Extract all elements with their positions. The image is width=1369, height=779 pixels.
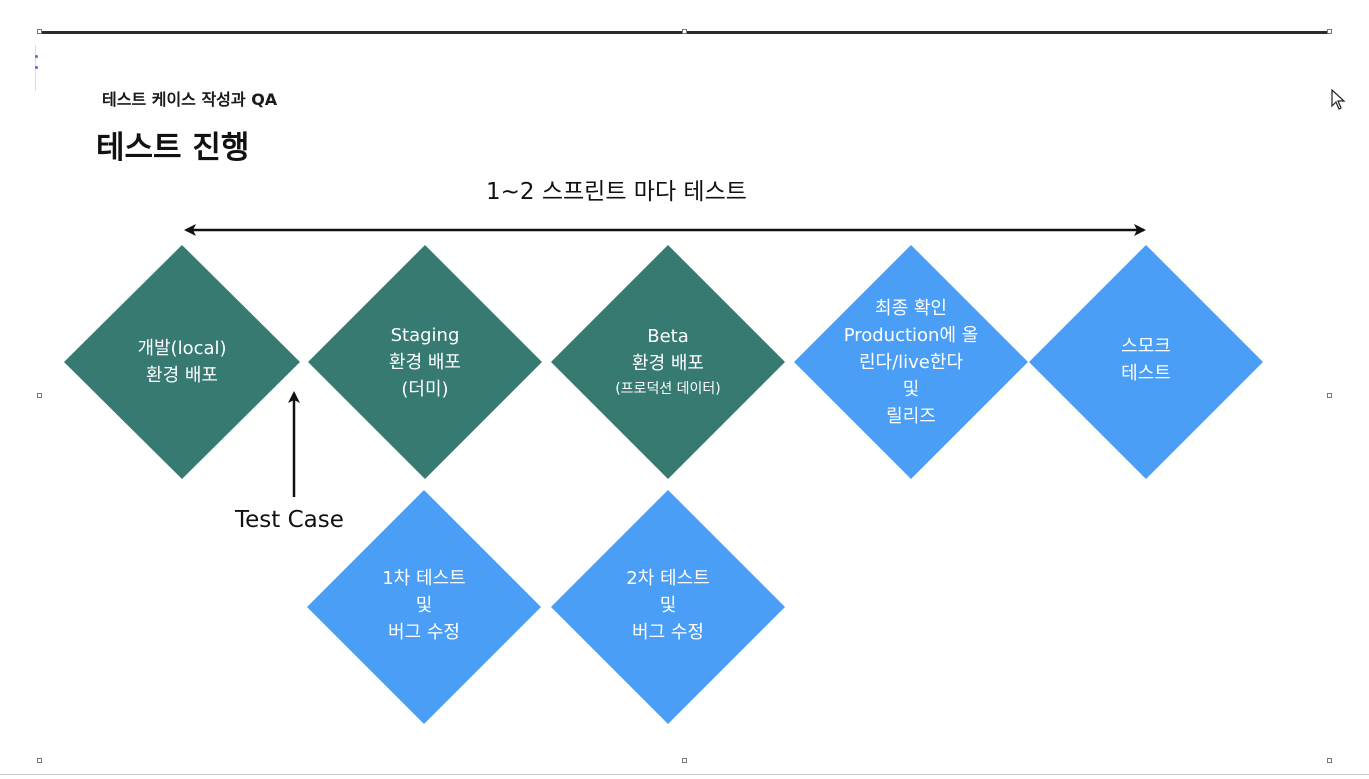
resize-handle-bottom-center[interactable] [682, 758, 687, 763]
test2-line2: 및 [659, 594, 677, 616]
diamond-dev[interactable] [64, 245, 300, 479]
guide-dot [35, 55, 38, 58]
diamond-staging[interactable] [308, 245, 542, 479]
slide-title: 테스트 진행 [96, 130, 250, 166]
diamond-beta[interactable] [551, 245, 785, 479]
resize-handle-top-center[interactable] [682, 29, 687, 34]
stage-release-line2: Production에 올 [843, 324, 979, 346]
test1-line3: 버그 수정 [388, 621, 460, 643]
stage-release-label: 최종 확인 Production에 올 린다/live한다 및 릴리즈 [821, 292, 1001, 432]
stage-staging-line1: Staging [390, 324, 460, 346]
test2-line3: 버그 수정 [632, 621, 704, 643]
diamond-test2[interactable] [551, 490, 785, 724]
stage-beta-label: Beta 환경 배포 (프로덕션 데이터) [588, 307, 748, 417]
slide-subtitle: 테스트 케이스 작성과 QA [102, 90, 278, 109]
resize-handle-top-right[interactable] [1327, 29, 1332, 34]
diamond-smoke-test[interactable] [1029, 245, 1263, 479]
resize-handle-bottom-right[interactable] [1327, 758, 1332, 763]
test1-line2: 및 [415, 594, 433, 616]
diamond-release[interactable] [794, 245, 1028, 479]
resize-handle-middle-left[interactable] [37, 393, 42, 398]
stage-staging-line3: (더미) [401, 378, 449, 400]
stage-dev-line1: 개발(local) [137, 338, 227, 359]
diamond-test1[interactable] [307, 490, 541, 724]
stage-beta-line1: Beta [647, 326, 689, 347]
stage-dev-label: 개발(local) 환경 배포 [102, 312, 262, 412]
stage-beta-line3: (프로덕션 데이터) [615, 381, 721, 397]
sprint-span-label: 1~2 스프린트 마다 테스트 [486, 179, 747, 205]
stage-release-line4: 및 [902, 378, 920, 400]
test2-label: 2차 테스트 및 버그 수정 [588, 562, 748, 648]
test1-label: 1차 테스트 및 버그 수정 [344, 562, 504, 648]
test-case-label: Test Case [235, 507, 344, 533]
stage-staging-label: Staging 환경 배포 (더미) [345, 307, 505, 417]
window-bottom-divider [0, 774, 1369, 775]
stage-dev-line2: 환경 배포 [146, 365, 218, 386]
stage-release-line3: 린다/live한다 [858, 351, 964, 373]
resize-handle-bottom-left[interactable] [37, 758, 42, 763]
stage-smoke-label: 스모크 테스트 [1066, 332, 1226, 388]
test1-line1: 1차 테스트 [382, 567, 466, 589]
stage-release-line1: 최종 확인 [875, 297, 947, 319]
test2-line1: 2차 테스트 [626, 567, 710, 589]
stage-staging-line2: 환경 배포 [389, 351, 461, 373]
resize-handle-middle-right[interactable] [1327, 393, 1332, 398]
mouse-pointer-icon [1331, 89, 1346, 110]
stage-smoke-line1: 스모크 [1121, 336, 1171, 357]
stage-smoke-line2: 테스트 [1121, 363, 1171, 384]
resize-handle-top-left[interactable] [37, 29, 42, 34]
guide-dot [35, 66, 38, 69]
stage-release-line5: 릴리즈 [886, 405, 936, 427]
stage-beta-line2: 환경 배포 [632, 353, 704, 374]
